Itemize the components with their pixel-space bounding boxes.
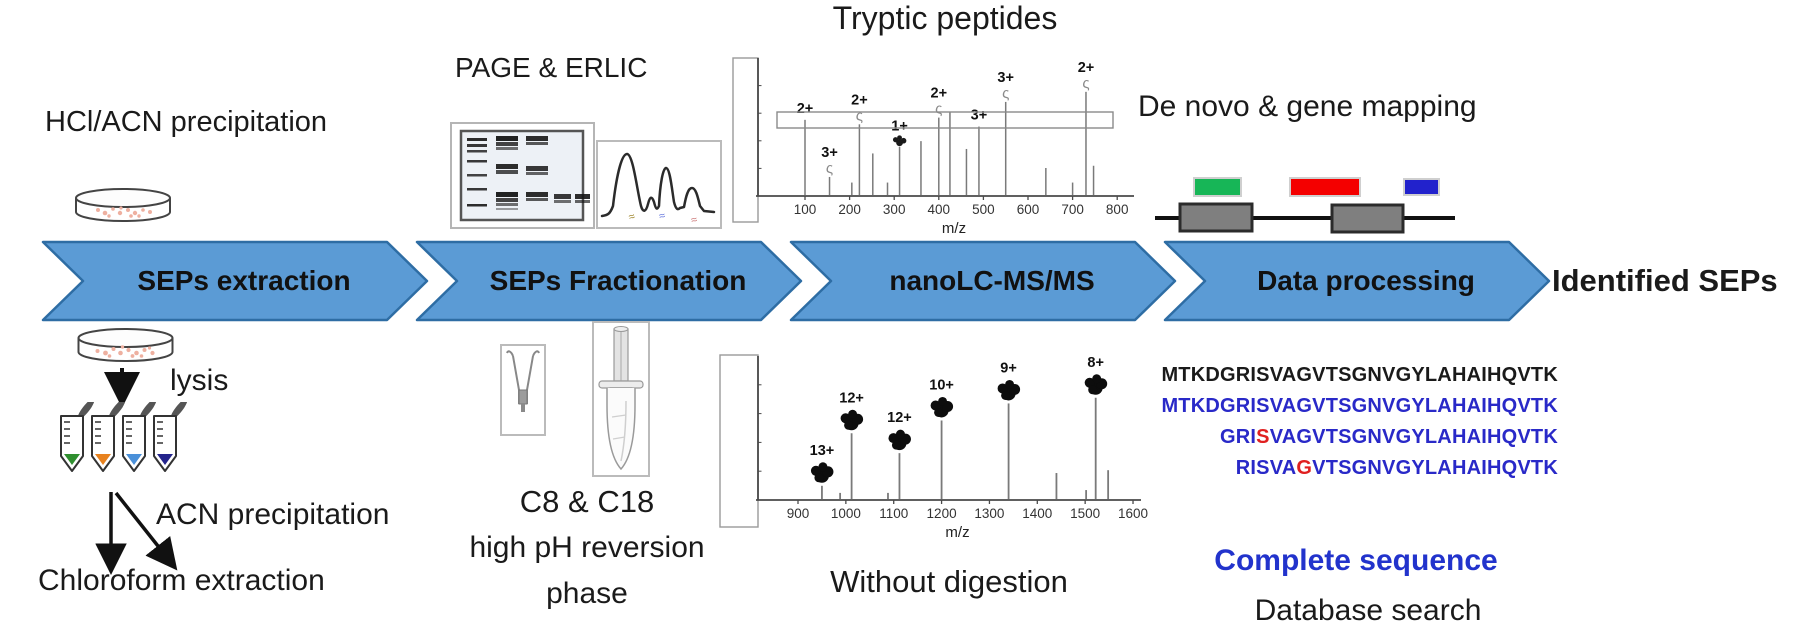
svg-text:ς: ς (826, 160, 833, 177)
svg-text:600: 600 (1017, 202, 1040, 217)
sequence-text: VTSGNVGYLAHAIHQVTK (1312, 457, 1558, 479)
svg-text:1400: 1400 (1022, 506, 1052, 521)
identified-seps-label: Identified SEPs (1552, 263, 1778, 298)
pipeline-arrow-extraction (41, 240, 429, 322)
svg-text:1100: 1100 (879, 506, 908, 521)
svg-text:12+: 12+ (839, 390, 864, 406)
pipeline-arrow-fractionation (415, 240, 803, 322)
microcentrifuge-tubes-icon (60, 402, 188, 472)
svg-text:100: 100 (794, 202, 817, 217)
high-ph-label: high pH reversion (469, 531, 705, 564)
intact-protein-spectrum: 900 1000 1100 1200 1300 1400 1500 1600 m/z 13+ 12+… (719, 354, 1148, 541)
svg-text:300: 300 (883, 202, 906, 217)
svg-text:700: 700 (1061, 202, 1084, 217)
peptide-squiggle-yellow: ≈ (627, 211, 636, 224)
svg-text:12+: 12+ (887, 410, 912, 426)
svg-text:1200: 1200 (927, 506, 957, 521)
exon-box (1330, 203, 1405, 234)
svg-text:400: 400 (928, 202, 951, 217)
svg-text:13+: 13+ (810, 443, 835, 459)
svg-text:m/z: m/z (945, 524, 969, 541)
sequence-line: MTKDGRISVAGVTSGNVGYLAHAIHQVTK (1140, 360, 1558, 391)
stage-tip-icon (500, 344, 546, 436)
svg-text:9+: 9+ (1000, 360, 1017, 376)
sequence-text: RISVA (1235, 457, 1297, 479)
sequence-text-highlight: S (1256, 426, 1270, 448)
svg-text:500: 500 (972, 202, 995, 217)
svg-text:2+: 2+ (797, 101, 814, 117)
svg-text:2+: 2+ (851, 92, 868, 108)
spin-column-icon (592, 321, 650, 477)
svg-text:200: 200 (838, 202, 861, 217)
peptide-box-blue (1403, 178, 1440, 196)
tube-tip-navy (157, 454, 173, 465)
svg-text:2+: 2+ (1078, 60, 1095, 76)
de-novo-gene-mapping-label: De novo & gene mapping (1138, 90, 1477, 123)
tube-tip-green (64, 454, 80, 465)
sequence-text: MTKDGRISVAGVTSGNVGYLAHAIHQVTK (1161, 395, 1558, 417)
svg-text:1+: 1+ (891, 119, 908, 135)
peptide-squiggle-blue: ≈ (658, 210, 667, 223)
peptide-sequences-block: MTKDGRISVAGVTSGNVGYLAHAIHQVTK MTKDGRISVA… (1140, 360, 1558, 484)
tube-tip-blue (126, 454, 142, 465)
acn-arrow (114, 491, 178, 571)
gene-mapping-icon (1155, 177, 1455, 234)
svg-text:1000: 1000 (831, 506, 861, 521)
svg-text:3+: 3+ (997, 70, 1014, 86)
petri-dish-icon (77, 328, 174, 362)
svg-text:ς: ς (1082, 75, 1089, 92)
database-search-label: Database search (1254, 594, 1482, 627)
phase-label: phase (546, 577, 628, 610)
svg-text:1300: 1300 (974, 506, 1004, 521)
svg-text:2+: 2+ (931, 86, 948, 102)
svg-text:8+: 8+ (1087, 355, 1104, 371)
sequence-text-highlight: G (1296, 457, 1313, 479)
sequence-line: MTKDGRISVAGVTSGNVGYLAHAIHQVTK (1140, 391, 1558, 422)
tryptic-peptides-title: Tryptic peptides (832, 0, 1058, 36)
tube-tip-orange (95, 454, 111, 465)
step-label-nanolc-msms: nanoLC-MS/MS (889, 265, 1095, 296)
sequence-line: RISVAGVTSGNVGYLAHAIHQVTK (1140, 453, 1558, 484)
svg-text:1600: 1600 (1118, 506, 1148, 521)
acn-precipitation-label: ACN precipitation (156, 498, 390, 531)
svg-text:10+: 10+ (929, 377, 954, 393)
sequence-text: VAGVTSGNVGYLAHAIHQVTK (1269, 426, 1558, 448)
pipeline-arrow-processing (1163, 240, 1551, 322)
page-erlic-label: PAGE & ERLIC (455, 52, 648, 83)
peptide-squiggle-red: ≈ (690, 214, 699, 227)
step-label-data-processing: Data processing (1257, 265, 1475, 296)
chloroform-extraction-label: Chloroform extraction (38, 564, 325, 597)
sequence-text: GRI (1219, 426, 1257, 448)
pipeline-arrow-nanolc (789, 240, 1177, 322)
svg-text:ς: ς (935, 101, 942, 118)
sequence-line: GRISVAGVTSGNVGYLAHAIHQVTK (1140, 422, 1558, 453)
peptide-box-green (1193, 177, 1242, 197)
svg-text:3+: 3+ (821, 145, 838, 161)
svg-text:1500: 1500 (1070, 506, 1100, 521)
svg-text:900: 900 (787, 506, 810, 521)
svg-text:800: 800 (1106, 202, 1129, 217)
flow-connector-arrows (95, 368, 178, 575)
without-digestion-label: Without digestion (830, 564, 1068, 599)
c8-c18-label: C8 & C18 (519, 484, 655, 519)
sequence-text: MTKDGRISVAGVTSGNVGYLAHAIHQVTK (1161, 364, 1558, 386)
lysis-label: lysis (170, 364, 229, 397)
page-gel-icon (450, 122, 595, 229)
svg-text:m/z: m/z (942, 220, 966, 235)
svg-text:ς: ς (1002, 85, 1009, 102)
hcl-acn-label: HCl/ACN precipitation (45, 106, 328, 138)
exon-box (1178, 202, 1254, 233)
svg-text:ς: ς (856, 107, 863, 124)
step-label-seps-fractionation: SEPs Fractionation (489, 265, 747, 296)
complete-sequence-label: Complete sequence (1214, 544, 1498, 577)
svg-text:3+: 3+ (971, 108, 988, 124)
peptide-box-red (1289, 177, 1361, 197)
step-label-seps-extraction: SEPs extraction (137, 265, 351, 296)
erlic-chromatogram-icon: ≈ ≈ ≈ (596, 140, 722, 229)
petri-dish-icon (75, 188, 171, 222)
